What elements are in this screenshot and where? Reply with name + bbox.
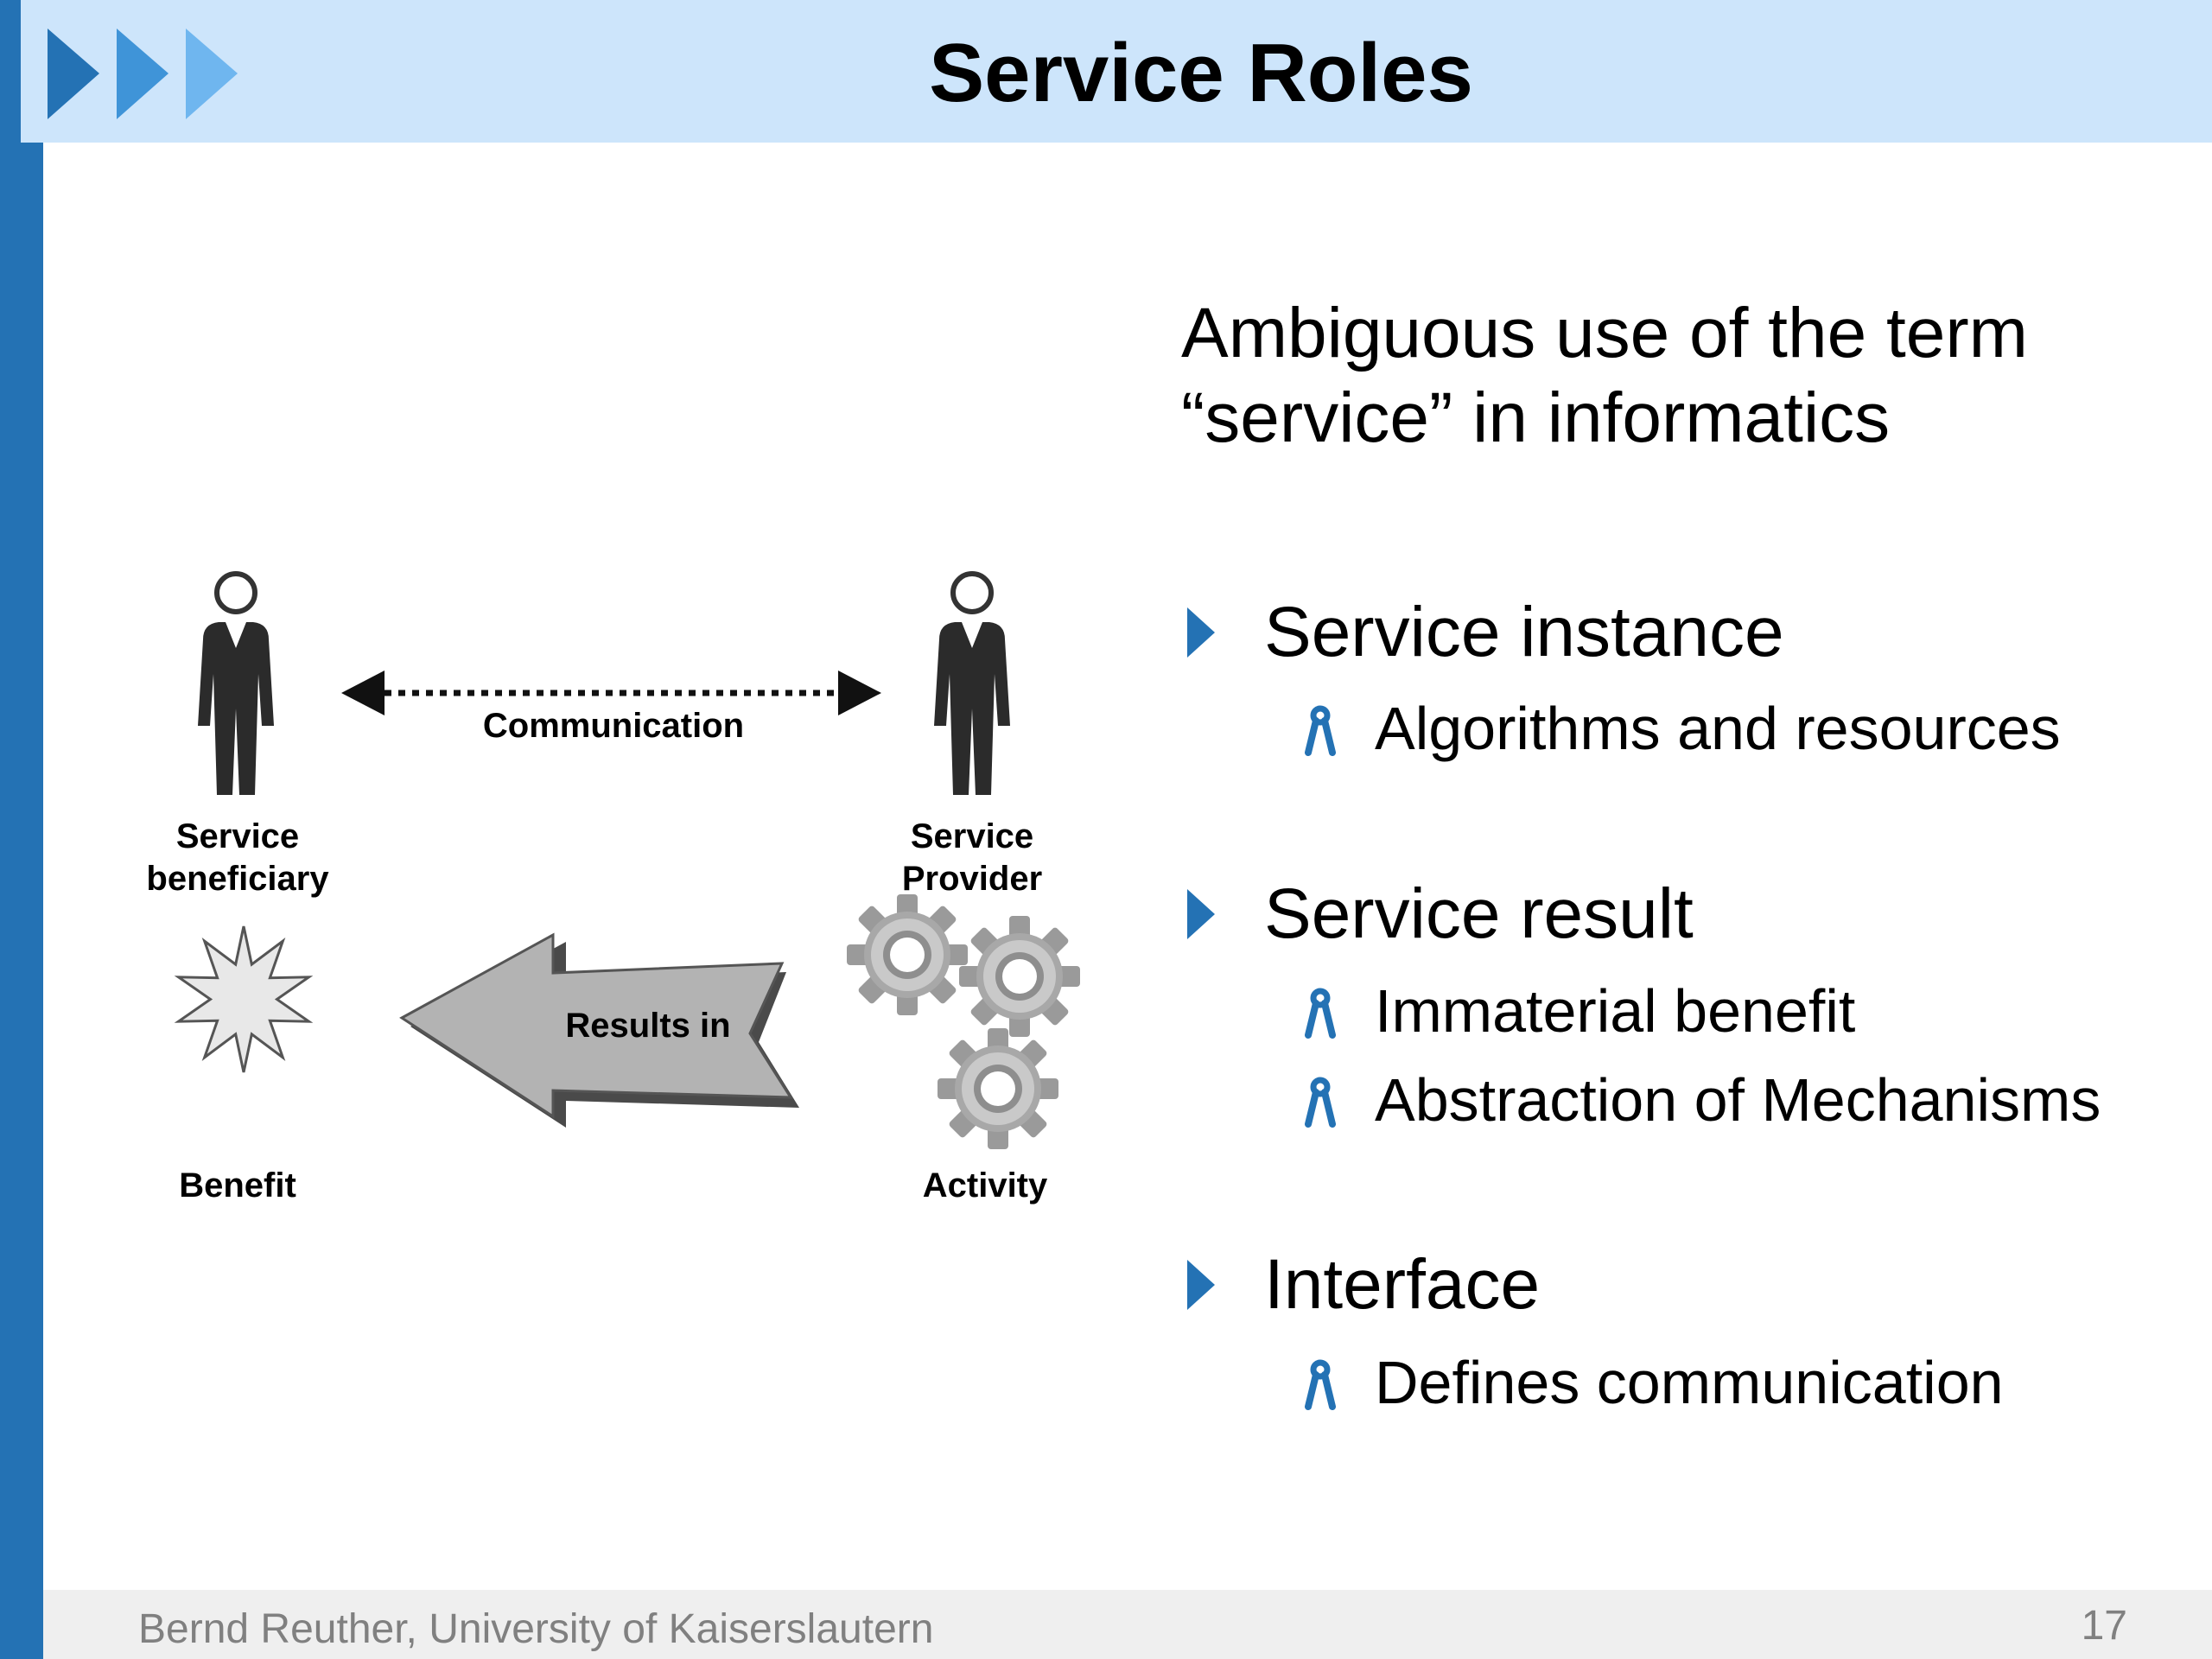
header-band	[21, 0, 2212, 143]
footer-author: Bernd Reuther, University of Kaiserslaut…	[138, 1606, 934, 1652]
provider-person-icon	[934, 574, 1010, 795]
gear-icon	[847, 894, 968, 1015]
sub-bullet-algorithms: Algorithms and resources	[1375, 695, 2061, 762]
intro-text-line-1: Ambiguous use of the term	[1181, 294, 2028, 372]
bullet-service-result: Service result	[1264, 874, 1694, 953]
left-accent-stripe	[0, 0, 43, 1659]
triple-chevron-right-icon	[48, 29, 238, 119]
beneficiary-person-icon	[198, 574, 274, 795]
beneficiary-label-line-1: Service	[175, 817, 300, 855]
results-in-label: Results in	[565, 1007, 731, 1045]
sub-bullet-abstraction: Abstraction of Mechanisms	[1375, 1066, 2101, 1134]
triangle-right-icon	[1187, 607, 1215, 658]
footer-band	[43, 1590, 2212, 1659]
triangle-right-icon	[1187, 1260, 1215, 1310]
beneficiary-label-line-2: beneficiary	[146, 860, 329, 898]
communication-arrow	[341, 671, 881, 715]
ribbon-icon	[1305, 1077, 1336, 1128]
service-roles-diagram: Communication Service beneficiary Servic…	[121, 553, 1106, 1227]
sub-bullet-defines-communication: Defines communication	[1375, 1349, 2004, 1416]
page-number: 17	[2081, 1603, 2127, 1649]
benefit-label: Benefit	[179, 1166, 296, 1205]
gear-icon	[938, 1028, 1058, 1149]
sub-bullet-immaterial-benefit: Immaterial benefit	[1375, 977, 1856, 1045]
benefit-starburst-icon	[174, 925, 314, 1073]
ribbon-icon	[1305, 1359, 1336, 1410]
bullet-interface: Interface	[1264, 1245, 1541, 1324]
activity-label: Activity	[922, 1166, 1048, 1205]
intro-text-line-2: “service” in informatics	[1181, 378, 1891, 457]
gear-icon	[959, 916, 1080, 1037]
triangle-right-icon	[1187, 889, 1215, 939]
results-arrow	[399, 932, 793, 1119]
slide-title: Service Roles	[929, 27, 1473, 119]
ribbon-icon	[1305, 988, 1336, 1039]
provider-label-line-1: Service	[910, 817, 1034, 855]
ribbon-icon	[1305, 705, 1336, 756]
bullet-service-instance: Service instance	[1264, 593, 1784, 671]
communication-label: Communication	[482, 707, 745, 745]
provider-label-line-2: Provider	[901, 860, 1043, 898]
diagram-graphics	[174, 553, 1080, 1149]
